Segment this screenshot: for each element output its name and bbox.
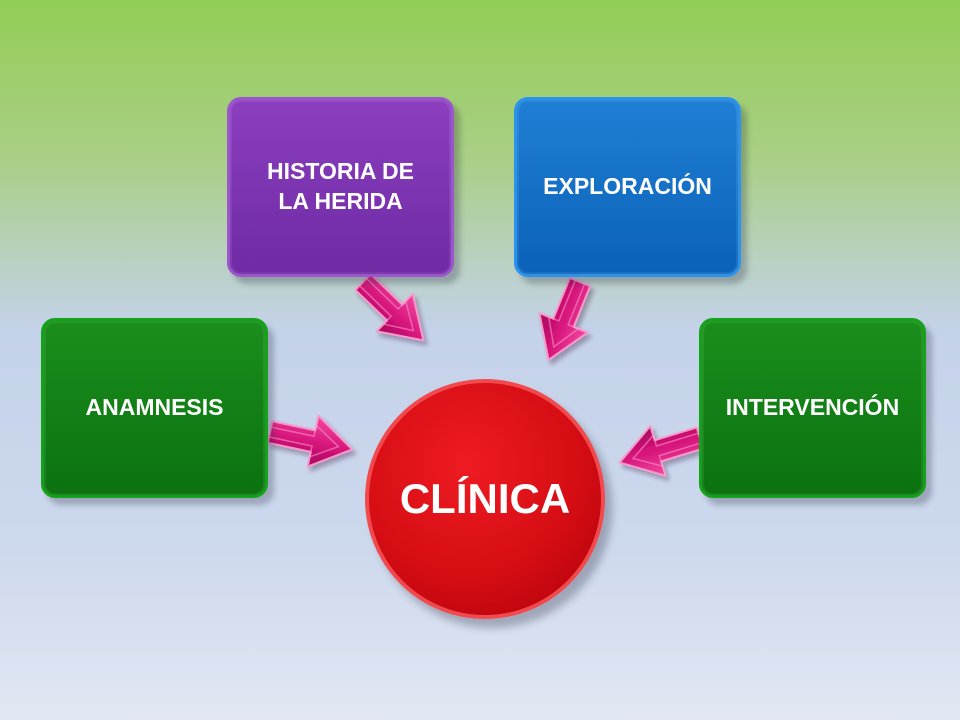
box-exploracion: EXPLORACIÓN <box>514 97 741 277</box>
box-intervencion-label: INTERVENCIÓN <box>725 394 900 421</box>
box-historia-label-line1: HISTORIA DE <box>267 158 414 185</box>
box-intervencion: INTERVENCIÓN <box>699 318 926 498</box>
arrow-intervencion-to-center <box>611 412 709 489</box>
box-historia-label-line2: LA HERIDA <box>278 188 403 214</box>
box-anamnesis-label: ANAMNESIS <box>85 394 224 421</box>
arrow-anamnesis-to-center <box>263 405 359 476</box>
box-historia-de-la-herida: HISTORIA DE LA HERIDA <box>227 97 454 277</box>
box-exploracion-label: EXPLORACIÓN <box>543 173 712 200</box>
center-label: CLÍNICA <box>399 475 571 522</box>
box-anamnesis: ANAMNESIS <box>41 318 268 498</box>
arrow-historia-to-center <box>343 262 443 361</box>
arrow-exploracion-to-center <box>523 271 606 371</box>
center-circle-clinica: CLÍNICA <box>365 379 605 619</box>
